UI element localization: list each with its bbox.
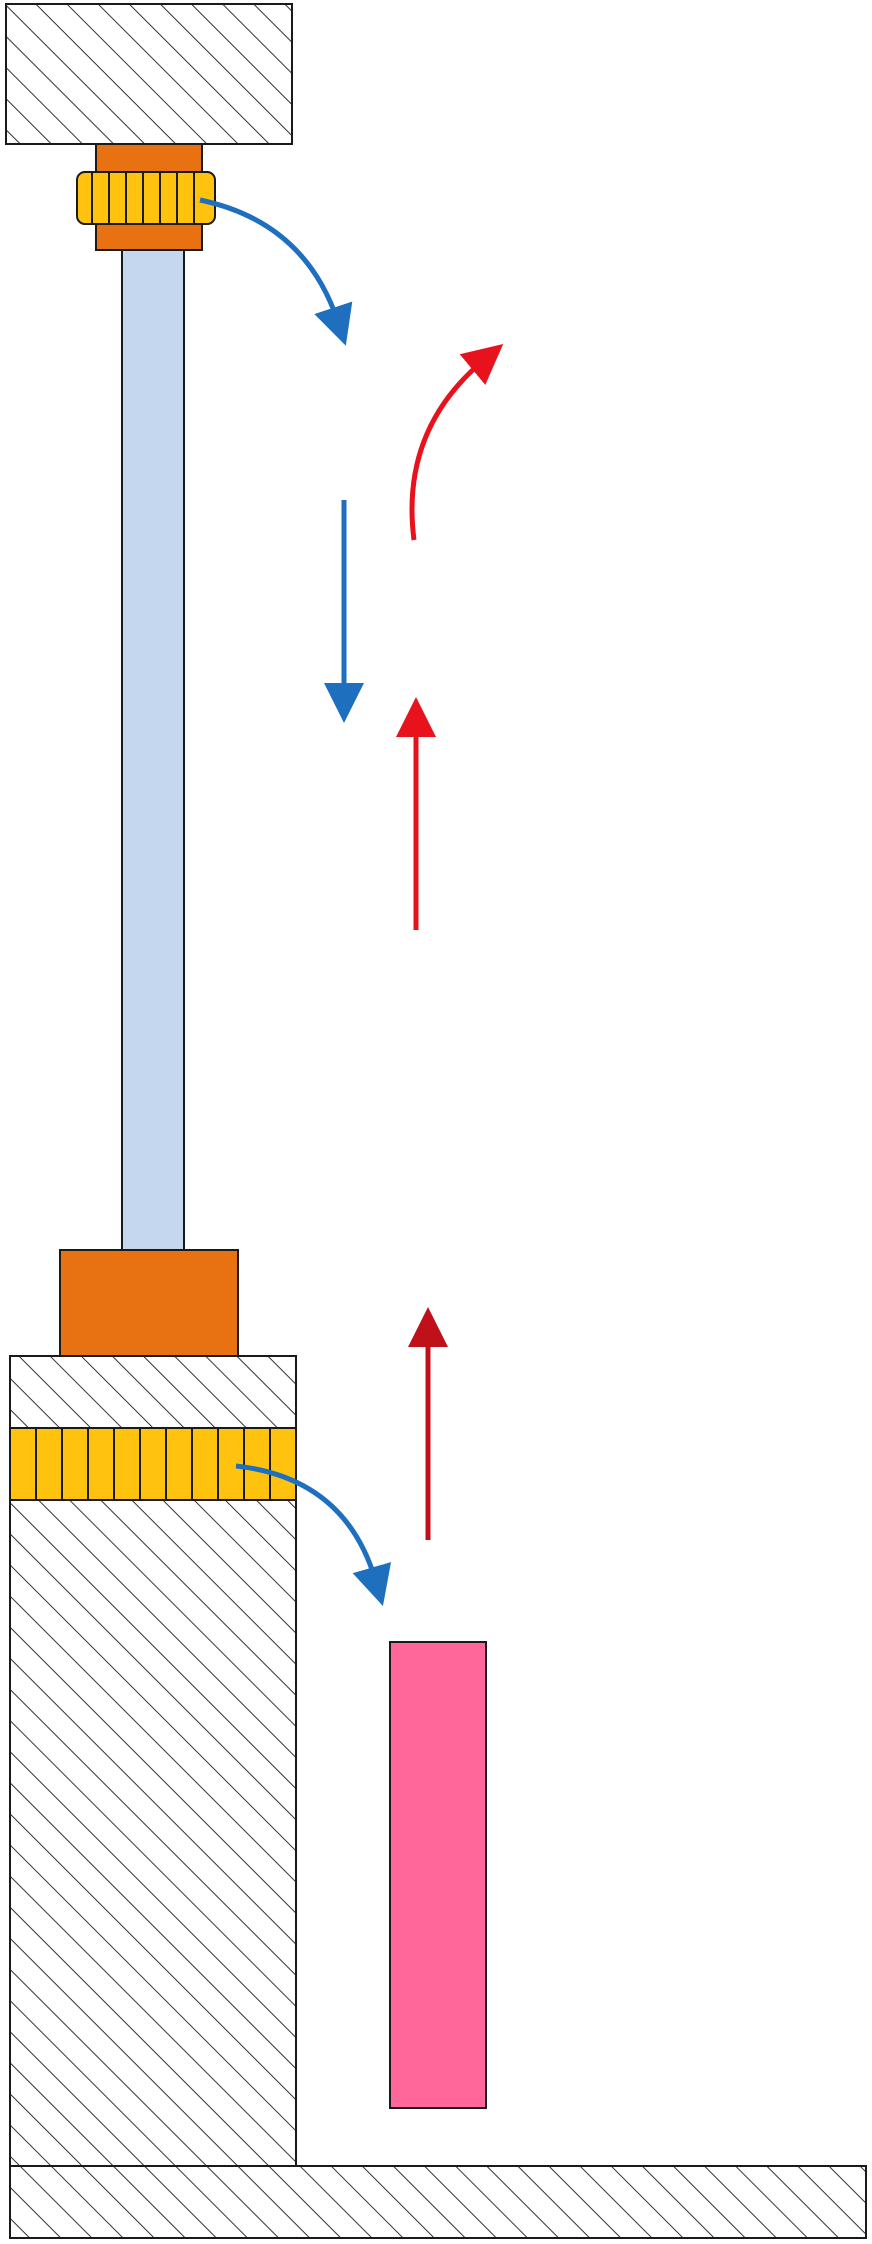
- bottom-floor: [9, 2165, 867, 2239]
- curved-arrow-down-icon: [199, 197, 353, 346]
- lower-curved-arrow-down-icon: [235, 1463, 392, 1607]
- pink-specimen: [389, 1641, 487, 2109]
- upper-coil-windings: [91, 172, 195, 224]
- lower-coil-windings: [35, 1428, 271, 1500]
- lower-coil: [9, 1427, 297, 1501]
- vertical-rod: [121, 249, 185, 1251]
- top-support-block: [5, 3, 293, 145]
- lower-coil-body: [9, 1427, 297, 1501]
- upper-coil-body: [76, 171, 216, 225]
- curved-arrow-up-icon: [409, 343, 504, 541]
- lower-orange-block: [59, 1249, 239, 1357]
- upper-coil: [76, 171, 216, 225]
